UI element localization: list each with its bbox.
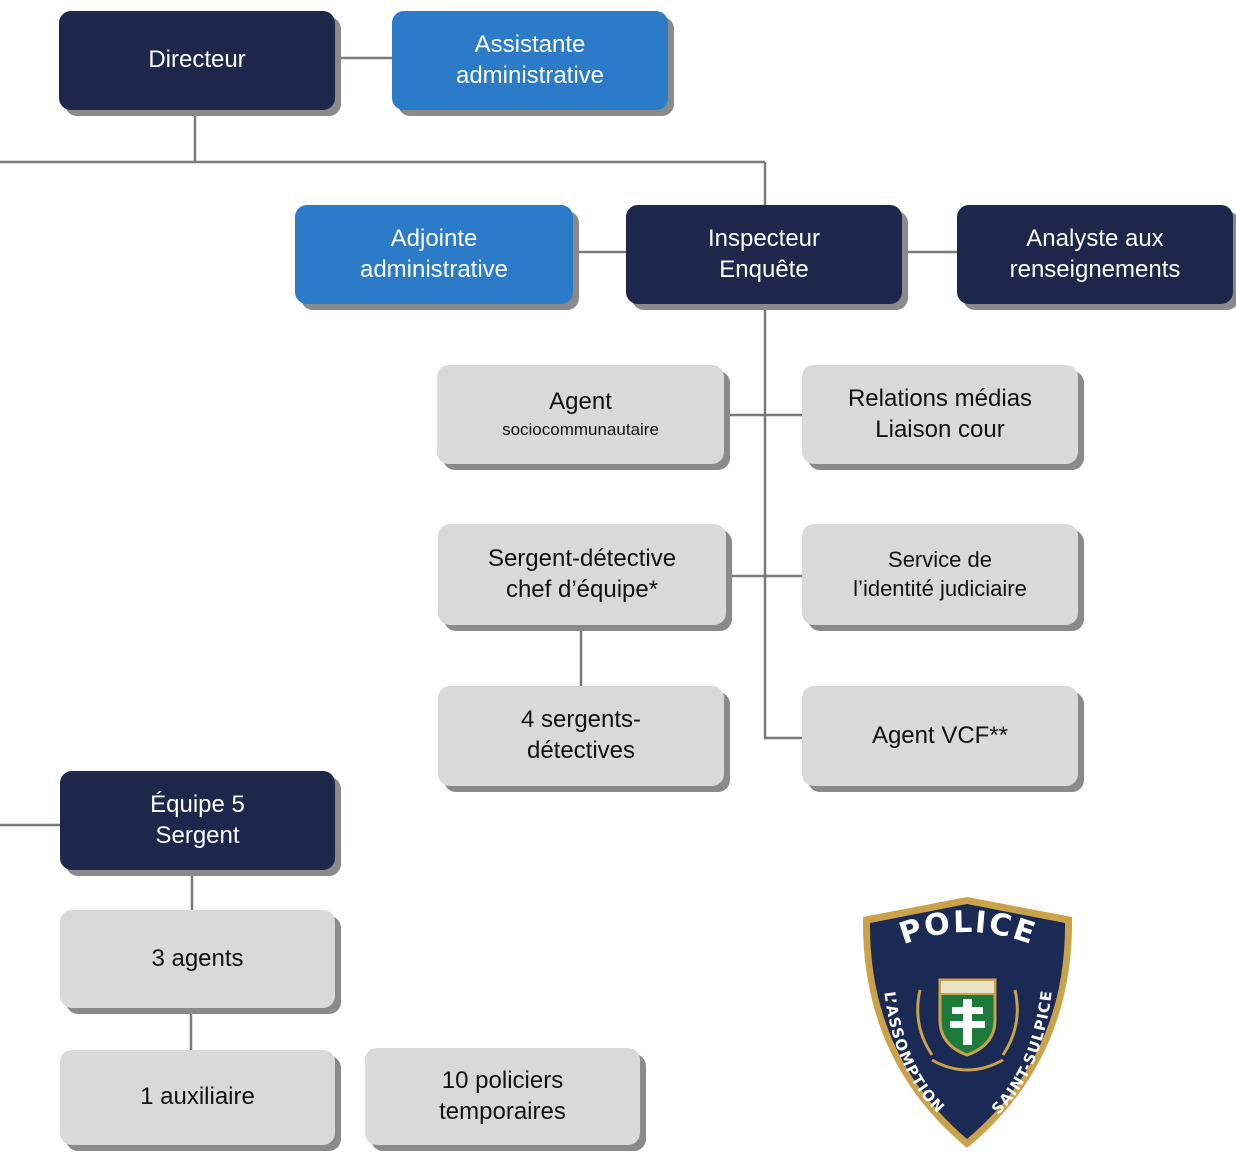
node-identite-judiciaire: Service de l’identité judiciaire bbox=[802, 524, 1078, 625]
node-4-sergents-detectives: 4 sergents- détectives bbox=[438, 686, 724, 786]
node-relations-line2: Liaison cour bbox=[875, 415, 1005, 443]
node-agent-vcf: Agent VCF** bbox=[802, 686, 1078, 786]
node-policiers-line2: temporaires bbox=[439, 1097, 566, 1125]
node-sergent-detective-line1: Sergent-détective bbox=[487, 544, 677, 572]
node-10-policiers-temporaires: 10 policiers temporaires bbox=[365, 1048, 640, 1145]
node-sergent-detective-line2: chef d’équipe* bbox=[505, 575, 659, 603]
node-agent-socio-line2: sociocommunautaire bbox=[502, 419, 659, 439]
node-agent-socio-line1: Agent bbox=[549, 388, 612, 416]
node-analyste-line2: renseignements bbox=[1009, 255, 1181, 283]
node-analyste-renseignements: Analyste aux renseignements bbox=[957, 205, 1233, 304]
police-badge-logo: POLICE L’ASSOMPTION SAINT-SULPICE bbox=[862, 897, 1073, 1148]
node-agents3-line1: 3 agents bbox=[151, 944, 244, 972]
double-cross-icon bbox=[950, 999, 985, 1045]
node-inspecteur-line2: Enquête bbox=[719, 255, 809, 283]
node-assistante-line1: Assistante bbox=[474, 30, 586, 58]
node-equipe5-line1: Équipe 5 bbox=[150, 790, 245, 818]
node-adjointe-line1: Adjointe bbox=[390, 224, 478, 252]
node-identite-line1: Service de bbox=[888, 547, 992, 573]
node-assistante-line2: administrative bbox=[455, 61, 605, 89]
node-inspecteur-line1: Inspecteur bbox=[707, 224, 821, 252]
node-relations-line1: Relations médias bbox=[847, 384, 1033, 412]
laurel-ornament-icon bbox=[916, 989, 1019, 1072]
node-1-auxiliaire: 1 auxiliaire bbox=[60, 1050, 335, 1145]
node-equipe5-line2: Sergent bbox=[155, 821, 240, 849]
node-sergents-line1: 4 sergents- bbox=[520, 706, 642, 734]
node-policiers-line1: 10 policiers bbox=[441, 1066, 564, 1094]
node-directeur: Directeur bbox=[59, 11, 335, 110]
node-relations-medias: Relations médias Liaison cour bbox=[802, 365, 1078, 464]
node-agent-vcf-line1: Agent VCF** bbox=[871, 721, 1009, 749]
node-sergents-line2: détectives bbox=[526, 737, 636, 764]
node-inspecteur-enquete: Inspecteur Enquête bbox=[626, 205, 902, 304]
node-assistante-administrative: Assistante administrative bbox=[392, 11, 668, 110]
node-analyste-line1: Analyste aux bbox=[1026, 224, 1164, 252]
node-adjointe-administrative: Adjointe administrative bbox=[295, 205, 573, 304]
node-auxiliaire-line1: 1 auxiliaire bbox=[140, 1083, 255, 1111]
node-adjointe-line2: administrative bbox=[359, 255, 509, 283]
node-sergent-detective-chef: Sergent-détective chef d’équipe* bbox=[438, 524, 726, 625]
node-directeur-line1: Directeur bbox=[148, 46, 246, 74]
node-identite-line2: l’identité judiciaire bbox=[853, 575, 1027, 601]
node-3-agents: 3 agents bbox=[60, 910, 335, 1008]
node-agent-sociocommunautaire: Agent sociocommunautaire bbox=[437, 365, 724, 464]
node-equipe-5-sergent: Équipe 5 Sergent bbox=[60, 771, 335, 870]
